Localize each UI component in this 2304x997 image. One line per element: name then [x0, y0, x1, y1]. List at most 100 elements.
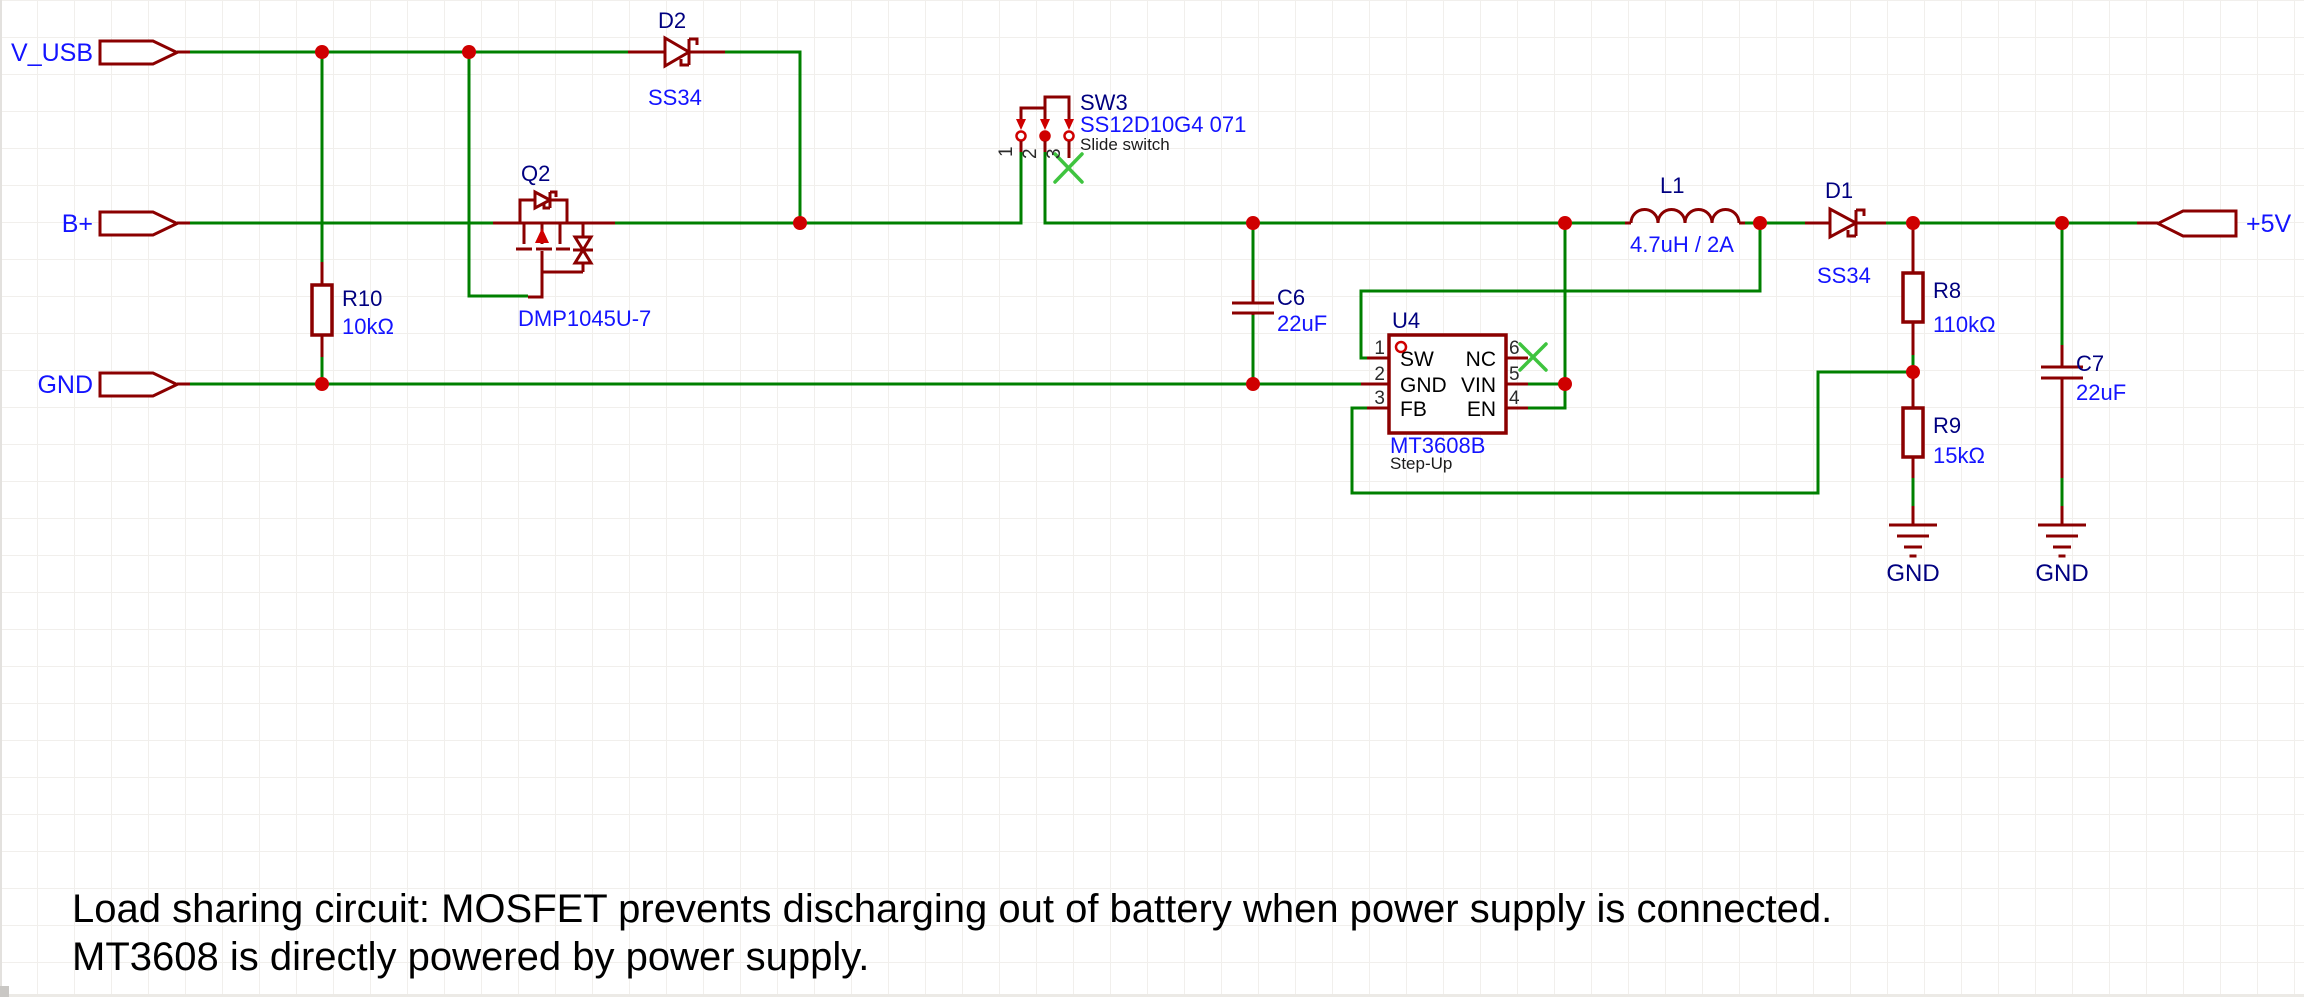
junction-dot: [1906, 365, 1920, 379]
value[interactable]: DMP1045U-7: [518, 306, 651, 331]
wire-sw-node-loop[interactable]: [1359, 227, 1762, 360]
component-capacitor-C7[interactable]: C7 22uF: [2041, 345, 2126, 478]
port-label[interactable]: V_USB: [11, 39, 93, 67]
designator[interactable]: D2: [658, 8, 686, 33]
capacitor-plates: [1232, 301, 1274, 315]
designator[interactable]: L1: [1660, 173, 1684, 198]
component-resistor-R9[interactable]: R9 15kΩ: [1901, 372, 1985, 478]
switch-pin2-number: 2: [1020, 148, 1041, 159]
port-5v[interactable]: +5V: [2137, 209, 2292, 238]
port-arrow-shape: [98, 371, 181, 398]
ic-pin-name-en: EN: [1467, 398, 1496, 421]
ic-pin-name-fb: FB: [1400, 398, 1427, 421]
wire-fb-loop[interactable]: [1350, 370, 1913, 495]
value[interactable]: 10kΩ: [342, 314, 394, 339]
wire-vin-drop-en[interactable]: [1528, 223, 1567, 410]
port-label[interactable]: B+: [62, 210, 93, 238]
ground-label[interactable]: GND: [2035, 560, 2088, 587]
designator[interactable]: SW3: [1080, 90, 1128, 115]
switch-pin-stubs: [1019, 141, 1071, 158]
switch-pin1-circle: [1015, 130, 1027, 142]
value[interactable]: MT3608B: [1390, 433, 1485, 458]
note-line-2: MT3608 is directly powered by power supp…: [72, 935, 869, 979]
component-ic-U4[interactable]: SW GND FB NC VIN EN 1 2 3 6 5 4 U4 MT360…: [1361, 308, 1548, 473]
component-inductor-L1[interactable]: L1 4.7uH / 2A: [1625, 173, 1745, 257]
ic-pin1-indicator: [1394, 340, 1408, 354]
junction-dot: [315, 45, 329, 59]
no-connect-x-icon: [1053, 152, 1084, 184]
description[interactable]: Slide switch: [1080, 135, 1170, 154]
ic-pin-num-5: 5: [1509, 364, 1520, 385]
component-capacitor-C6[interactable]: C6 22uF: [1232, 280, 1327, 336]
component-mosfet-Q2[interactable]: Q2 DMP1045U-7: [493, 161, 651, 331]
ground-symbol-1[interactable]: GND: [1886, 506, 1940, 587]
value[interactable]: 4.7uH / 2A: [1630, 232, 1734, 257]
designator[interactable]: U4: [1392, 308, 1420, 333]
switch-pin3-number: 3: [1044, 148, 1065, 159]
component-resistor-R10[interactable]: R10 10kΩ: [310, 262, 394, 357]
designator[interactable]: Q2: [521, 161, 550, 186]
component-diode-D2[interactable]: D2 SS34: [628, 8, 725, 110]
ground-bars-icon: [2038, 523, 2086, 558]
designator[interactable]: C7: [2076, 351, 2104, 376]
canvas-left-edge: [0, 0, 2, 997]
resistor-body: [1901, 271, 1925, 324]
ic-pin-num-2: 2: [1374, 364, 1385, 385]
note-line-1: Load sharing circuit: MOSFET prevents di…: [72, 887, 1832, 931]
ic-pin-num-3: 3: [1374, 388, 1385, 409]
resistor-body: [1901, 406, 1925, 459]
ic-pin-num-6: 6: [1509, 338, 1520, 359]
port-label[interactable]: GND: [37, 371, 93, 399]
component-resistor-R8[interactable]: R8 110kΩ: [1901, 227, 1996, 355]
value[interactable]: SS34: [1817, 263, 1871, 288]
value[interactable]: SS34: [648, 85, 702, 110]
port-bplus[interactable]: B+: [62, 210, 190, 238]
component-switch-SW3[interactable]: 1 2 3 SW3 SS12D10G4 071 Slide switch: [996, 90, 1246, 184]
ground-symbol-2[interactable]: GND: [2035, 506, 2089, 587]
designator[interactable]: C6: [1277, 285, 1305, 310]
value[interactable]: SS12D10G4 071: [1080, 112, 1246, 137]
resistor-body: [310, 283, 334, 337]
switch-pin3-circle: [1063, 130, 1075, 142]
designator[interactable]: R8: [1933, 278, 1961, 303]
junction-dot: [1906, 216, 1920, 230]
junction-dot: [1558, 377, 1572, 391]
ground-bars-icon: [1889, 523, 1937, 558]
junction-dot: [1558, 216, 1572, 230]
ic-pin-num-1: 1: [1374, 338, 1385, 359]
port-vusb[interactable]: V_USB: [11, 39, 190, 67]
ic-pin-stubs: [1361, 356, 1528, 410]
value[interactable]: 22uF: [1277, 311, 1327, 336]
component-diode-D1[interactable]: D1 SS34: [1805, 178, 1886, 288]
junction-dot: [1753, 216, 1767, 230]
wire-q2-gate-drop[interactable]: [467, 52, 528, 298]
designator[interactable]: D1: [1825, 178, 1853, 203]
wire-d2-cathode-drop[interactable]: [725, 50, 802, 223]
wire-bplus-rail-right[interactable]: [1043, 152, 1625, 225]
gate-lead: [528, 251, 583, 299]
switch-arrows: [1016, 119, 1074, 130]
ground-label[interactable]: GND: [1886, 560, 1939, 587]
port-gnd[interactable]: GND: [37, 371, 190, 399]
value[interactable]: 110kΩ: [1933, 312, 1996, 337]
junction-dot: [315, 377, 329, 391]
capacitor-plates: [2041, 365, 2083, 380]
description[interactable]: Step-Up: [1390, 454, 1452, 473]
junction-dot: [2055, 216, 2069, 230]
designator[interactable]: R9: [1933, 413, 1961, 438]
port-label[interactable]: +5V: [2246, 210, 2292, 238]
ic-pin-name-sw: SW: [1400, 348, 1434, 371]
wire-bplus-rail-mid[interactable]: [615, 152, 1023, 225]
switch-pin1-number: 1: [996, 146, 1017, 157]
value[interactable]: 15kΩ: [1933, 443, 1985, 468]
ic-pin-num-4: 4: [1509, 388, 1520, 409]
schematic-notes[interactable]: Load sharing circuit: MOSFET prevents di…: [72, 887, 1832, 979]
switch-pin2-circle: [1039, 130, 1051, 142]
value[interactable]: 22uF: [2076, 380, 2126, 405]
port-arrow-shape: [98, 39, 181, 66]
inductor-coils: [1629, 208, 1741, 224]
port-arrow-shape: [2154, 209, 2238, 238]
designator[interactable]: R10: [342, 286, 382, 311]
